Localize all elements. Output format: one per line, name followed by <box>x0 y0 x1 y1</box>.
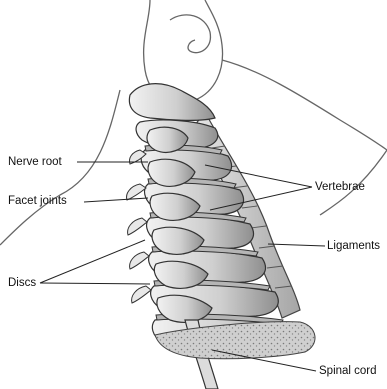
label-nerve-root: Nerve root <box>8 155 62 169</box>
label-ligaments: Ligaments <box>327 239 380 253</box>
skull-base <box>129 84 215 121</box>
label-spinal-cord: Spinal cord <box>319 364 377 378</box>
label-discs: Discs <box>8 276 36 290</box>
label-facet-joints: Facet joints <box>8 194 67 208</box>
label-vertebrae: Vertebrae <box>315 180 365 194</box>
